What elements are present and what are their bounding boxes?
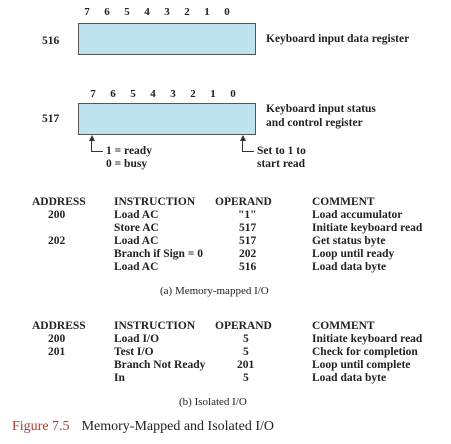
- operand-cell: 5: [243, 372, 249, 384]
- bit7-arrow-head: [89, 135, 95, 141]
- operand-cell: "1": [238, 209, 257, 221]
- bit-label: 3: [170, 88, 176, 100]
- address-cell: 202: [48, 235, 66, 247]
- column-header-instruction: INSTRUCTION: [114, 196, 196, 208]
- operand-cell: 517: [239, 222, 257, 234]
- start-read-note-line1: Set to 1 to: [257, 145, 306, 157]
- bit-label: 2: [184, 6, 190, 18]
- comment-cell: Get status byte: [312, 235, 386, 247]
- operand-cell: 517: [239, 235, 257, 247]
- column-header-address: ADDRESS: [32, 320, 86, 332]
- instruction-cell: Branch Not Ready: [114, 359, 206, 371]
- register-516-label: Keyboard input data register: [266, 33, 410, 45]
- instruction-cell: Branch if Sign = 0: [114, 248, 203, 260]
- figure-number: Figure 7.5: [12, 419, 70, 434]
- caption-memory-mapped: (a) Memory-mapped I/O: [160, 285, 269, 297]
- address-cell: 200: [48, 333, 66, 345]
- comment-cell: Loop until ready: [312, 248, 395, 260]
- operand-cell: 5: [243, 346, 249, 358]
- column-header-comment: COMMENT: [312, 320, 375, 332]
- bit-label: 1: [210, 88, 216, 100]
- instruction-cell: Test I/O: [114, 346, 154, 358]
- column-header-address: ADDRESS: [32, 196, 86, 208]
- caption-isolated: (b) Isolated I/O: [179, 396, 247, 408]
- status-ready-note: 1 = ready: [106, 145, 152, 157]
- figure-title: Memory-Mapped and Isolated I/O: [81, 419, 275, 434]
- register-517-bit-labels: 7 6 5 4 3 2 1 0: [86, 88, 266, 100]
- bit0-arrow-head: [240, 135, 246, 141]
- comment-cell: Load data byte: [312, 261, 387, 273]
- bit-label: 7: [84, 6, 90, 18]
- bit-label: 1: [204, 6, 210, 18]
- instruction-cell: Store AC: [114, 222, 159, 234]
- start-read-note-line2: start read: [257, 158, 306, 170]
- column-header-operand: OPERAND: [215, 320, 272, 332]
- figure-caption: Figure 7.5 Memory-Mapped and Isolated I/…: [12, 417, 274, 435]
- bit7-arrow-shaft: [91, 140, 92, 152]
- bit0-arrow-tail: [242, 151, 254, 152]
- column-header-instruction: INSTRUCTION: [114, 320, 196, 332]
- bit-label: 4: [144, 6, 150, 18]
- status-busy-note: 0 = busy: [106, 158, 148, 170]
- bit-label: 0: [224, 6, 230, 18]
- address-cell: 200: [48, 209, 66, 221]
- operand-cell: 201: [237, 359, 255, 371]
- comment-cell: Load accumulator: [312, 209, 403, 221]
- comment-cell: Initiate keyboard read: [312, 222, 423, 234]
- bit-label: 4: [150, 88, 156, 100]
- instruction-cell: Load AC: [114, 209, 159, 221]
- register-517-label-line2: and control register: [266, 117, 363, 129]
- register-516-address: 516: [42, 35, 60, 47]
- instruction-cell: Load AC: [114, 261, 159, 273]
- register-517-address: 517: [42, 113, 60, 125]
- bit-label: 0: [230, 88, 236, 100]
- operand-cell: 202: [239, 248, 257, 260]
- register-516-box: [78, 23, 256, 55]
- register-517-label-line1: Keyboard input status: [266, 103, 376, 115]
- operand-cell: 5: [243, 333, 249, 345]
- bit-label: 2: [190, 88, 196, 100]
- comment-cell: Load data byte: [312, 372, 387, 384]
- bit-label: 5: [124, 6, 130, 18]
- bit7-arrow-tail: [91, 151, 103, 152]
- column-header-comment: COMMENT: [312, 196, 375, 208]
- comment-cell: Loop until complete: [312, 359, 411, 371]
- comment-cell: Check for completion: [312, 346, 418, 358]
- comment-cell: Initiate keyboard read: [312, 333, 423, 345]
- instruction-cell: Load AC: [114, 235, 159, 247]
- bit-label: 7: [90, 88, 96, 100]
- register-516-bit-labels: 7 6 5 4 3 2 1 0: [80, 6, 260, 18]
- bit-label: 6: [104, 6, 110, 18]
- bit-label: 5: [130, 88, 136, 100]
- address-cell: 201: [48, 346, 66, 358]
- column-header-operand: OPERAND: [215, 196, 272, 208]
- bit0-arrow-shaft: [242, 140, 243, 152]
- instruction-cell: Load I/O: [114, 333, 160, 345]
- bit-label: 3: [164, 6, 170, 18]
- register-517-box: [78, 103, 256, 135]
- bit-label: 6: [110, 88, 116, 100]
- operand-cell: 516: [239, 261, 257, 273]
- instruction-cell: In: [114, 372, 125, 384]
